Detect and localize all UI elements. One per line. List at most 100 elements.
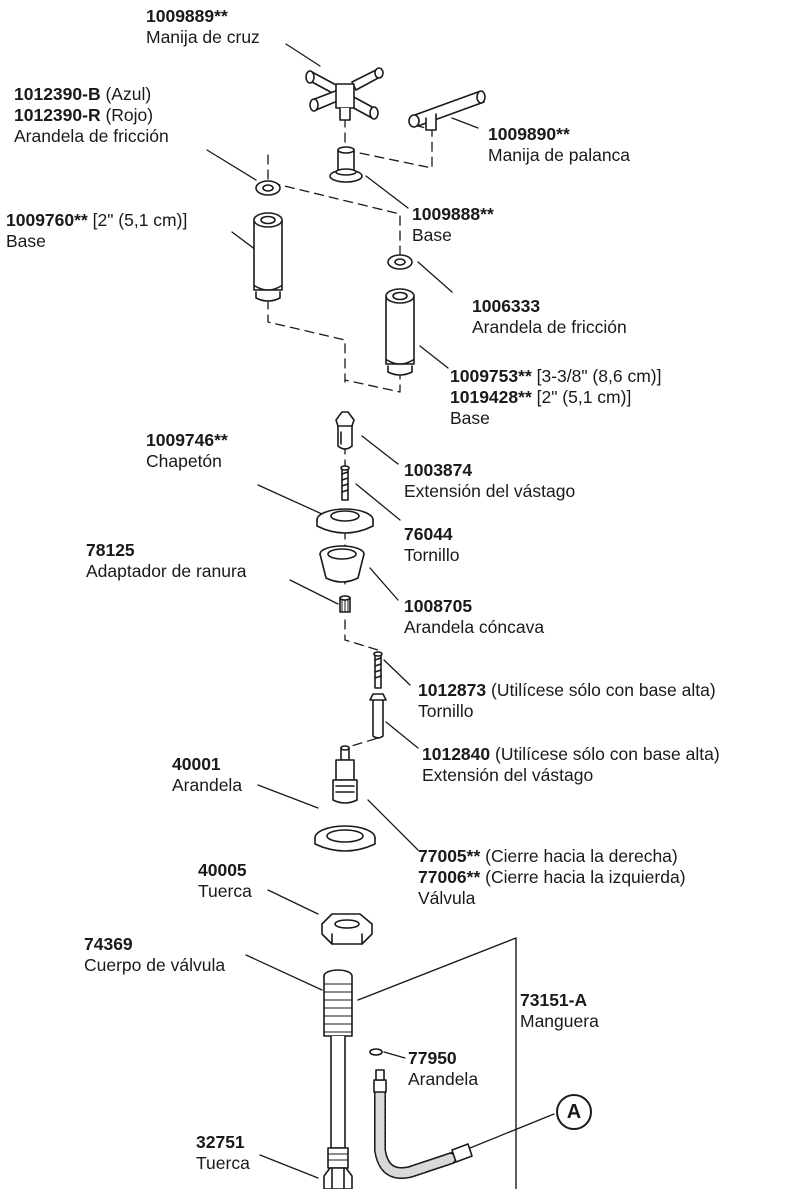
part-number: 40005 (198, 860, 247, 880)
part-number: 1009753** (450, 366, 532, 386)
part-description: (Utilícese sólo con base alta) (490, 744, 720, 764)
part-number: 1008705 (404, 596, 473, 616)
tall-base-part (385, 288, 415, 376)
leader-lines (206, 43, 555, 1179)
part-description: Tornillo (404, 545, 460, 565)
part-description: Extensión del vástago (422, 765, 594, 785)
flange-part (316, 508, 374, 534)
concave-washer-part (319, 545, 365, 583)
label-line: Arandela de fricción (14, 126, 169, 147)
part-number: 1003874 (404, 460, 473, 480)
part-description: Base (6, 231, 46, 251)
part-description: (Cierre hacia la derecha) (480, 846, 678, 866)
part-number: 1012390-R (14, 105, 101, 125)
part-description: [2" (5,1 cm)] (87, 210, 188, 230)
label-line: 1009760** [2" (5,1 cm)] (6, 210, 187, 231)
part-description: Base (450, 408, 490, 428)
label-line: 1008705 (404, 596, 544, 617)
label-line: 32751 (196, 1132, 250, 1153)
label-line: Tuerca (196, 1153, 250, 1174)
stem-extension-part (335, 411, 355, 450)
hose-outline-bracket (357, 937, 517, 1189)
label-line: 73151-A (520, 990, 599, 1011)
label-line: 77006** (Cierre hacia la izquierda) (418, 867, 686, 888)
part-number: 73151-A (520, 990, 588, 1010)
part-description: (Cierre hacia la izquierda) (480, 867, 686, 887)
part-description: Arandela de fricción (14, 126, 169, 146)
label-line: 1009753** [3-3/8" (8,6 cm)] (450, 366, 661, 387)
part-description: Base (412, 225, 452, 245)
part-description: Tuerca (196, 1153, 250, 1173)
part-number: 74369 (84, 934, 133, 954)
part-description: Tuerca (198, 881, 252, 901)
label-line: 77950 (408, 1048, 478, 1069)
braided-hose-part (373, 1069, 473, 1179)
handle-base-part (329, 146, 363, 183)
label-line: 1012390-B (Azul) (14, 84, 169, 105)
screw-76044-part (340, 465, 350, 501)
part-description: Chapetón (146, 451, 222, 471)
part-description: Arandela cóncava (404, 617, 545, 637)
part-description: Manija de cruz (146, 27, 260, 47)
part-label-77005: 77005** (Cierre hacia la derecha)77006**… (418, 846, 686, 909)
part-description: (Utilícese sólo con base alta) (486, 680, 716, 700)
callout-a-badge: A (556, 1094, 592, 1130)
part-label-1009753: 1009753** [3-3/8" (8,6 cm)]1019428** [2"… (450, 366, 661, 429)
label-line: Tornillo (404, 545, 459, 566)
label-line: 1012390-R (Rojo) (14, 105, 169, 126)
part-number: 77006** (418, 867, 481, 887)
part-label-1012390: 1012390-B (Azul)1012390-R (Rojo)Arandela… (14, 84, 169, 147)
part-number: 1009888** (412, 204, 494, 224)
washer-77950-part (369, 1048, 383, 1056)
label-line: Base (412, 225, 494, 246)
part-description: Arandela (172, 775, 243, 795)
part-description: Manguera (520, 1011, 599, 1031)
label-line: 1009890** (488, 124, 630, 145)
part-description: [3-3/8" (8,6 cm)] (531, 366, 662, 386)
part-description: Válvula (418, 888, 476, 908)
stem-extension-long-part (369, 693, 387, 739)
label-line: Arandela (408, 1069, 478, 1090)
label-line: Extensión del vástago (422, 765, 720, 786)
label-line: Base (6, 231, 187, 252)
label-line: 1019428** [2" (5,1 cm)] (450, 387, 661, 408)
label-line: Manija de palanca (488, 145, 630, 166)
label-line: 1009746** (146, 430, 228, 451)
spline-adapter-part (339, 595, 351, 613)
part-number: 1012390-B (14, 84, 101, 104)
label-line: 1012873 (Utilícese sólo con base alta) (418, 680, 716, 701)
part-number: 1009889** (146, 6, 228, 26)
hex-nut-40005-part (321, 913, 373, 945)
part-label-1009888: 1009888**Base (412, 204, 494, 246)
part-number: 1006333 (472, 296, 541, 316)
callout-a-letter: A (566, 1101, 582, 1123)
label-line: Arandela de fricción (472, 317, 627, 338)
valve-body-part (323, 969, 353, 1169)
part-number: 1019428** (450, 387, 532, 407)
part-number: 1012873 (418, 680, 487, 700)
label-line: Arandela (172, 775, 242, 796)
label-line: 40001 (172, 754, 242, 775)
label-line: Válvula (418, 888, 686, 909)
part-label-1009889: 1009889**Manija de cruz (146, 6, 260, 48)
part-number: 32751 (196, 1132, 245, 1152)
part-description: Extensión del vástago (404, 481, 576, 501)
label-line: Base (450, 408, 661, 429)
part-label-1009890: 1009890**Manija de palanca (488, 124, 630, 166)
cross-handle-part (305, 67, 384, 121)
part-label-1009746: 1009746**Chapetón (146, 430, 228, 472)
part-description: (Rojo) (100, 105, 154, 125)
part-number: 77950 (408, 1048, 457, 1068)
part-label-1009760: 1009760** [2" (5,1 cm)]Base (6, 210, 187, 252)
part-description: Manija de palanca (488, 145, 631, 165)
part-number: 78125 (86, 540, 135, 560)
